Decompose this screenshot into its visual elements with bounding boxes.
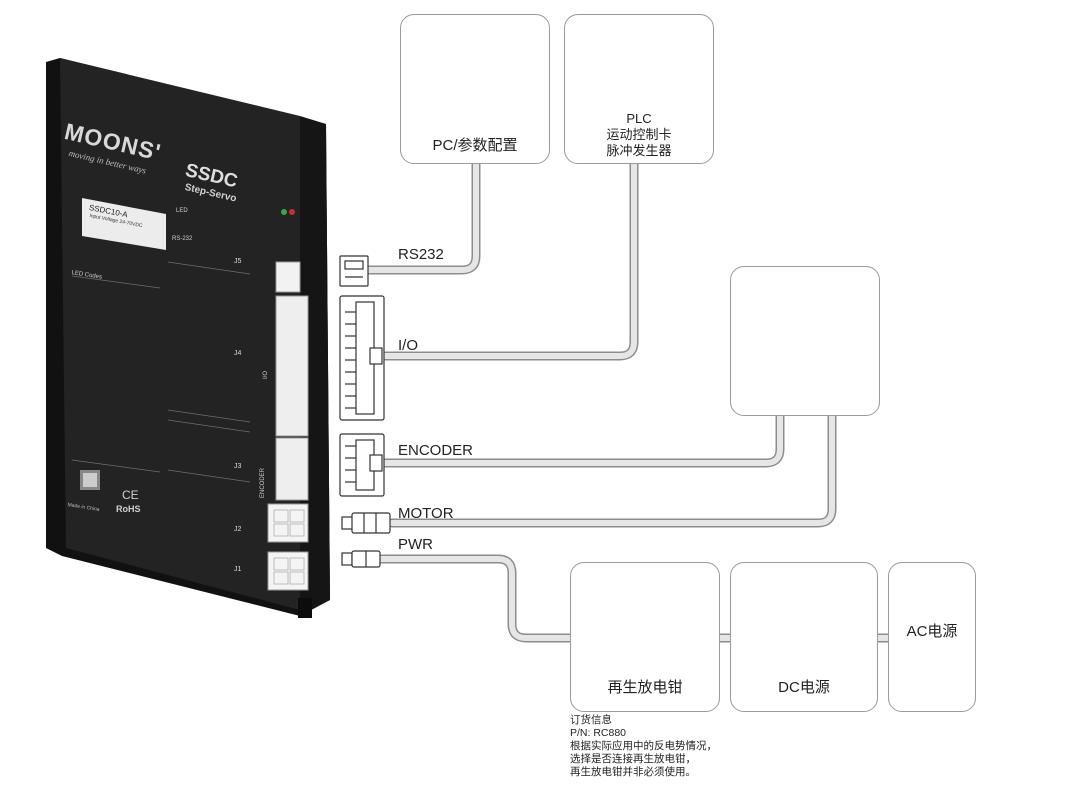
drive-j4: J4	[234, 350, 242, 357]
order-note-line: 再生放电钳并非必须使用。	[570, 766, 696, 778]
dc-box: DC电源	[730, 562, 878, 712]
io-label: I/O	[398, 337, 419, 354]
drive-io-label: I/O	[263, 370, 270, 380]
cable-motor-outline	[387, 409, 837, 528]
motor-box	[730, 266, 880, 416]
plc-box: PLC 运动控制卡 脉冲发生器	[564, 14, 714, 164]
plc-label-line: 脉冲发生器	[606, 143, 672, 158]
motor-label: MOTOR	[398, 505, 454, 522]
io-plug	[339, 295, 385, 421]
drive-j1: J1	[234, 566, 242, 573]
pc-box: PC/参数配置	[400, 14, 550, 164]
pwr-label: PWR	[398, 536, 433, 553]
cables	[363, 157, 893, 643]
drive-ce-mark: CE	[122, 488, 139, 502]
drive-j5: J5	[234, 258, 242, 265]
order-note-line: 订货信息	[570, 714, 612, 726]
order-note: 订货信息 P/N: RC880 根据实际应用中的反电势情况， 选择是否连接再生放…	[570, 714, 717, 779]
drive-j2: J2	[234, 526, 242, 533]
ac-box: AC电源	[888, 562, 976, 712]
order-note-line: 选择是否连接再生放电钳，	[570, 753, 696, 765]
drive-encoder-label: ENCODER	[260, 467, 267, 499]
pwr-plug	[341, 550, 381, 568]
drive-led: LED	[176, 208, 188, 214]
plc-label: PLC 运动控制卡 脉冲发生器	[565, 111, 713, 159]
drive-rs232: RS-232	[172, 236, 193, 242]
cable-pwr-outline	[375, 554, 575, 643]
plc-label-line: PLC	[626, 111, 652, 126]
rs232-label: RS232	[398, 246, 444, 263]
plc-label-line: 运动控制卡	[606, 127, 672, 142]
pc-label: PC/参数配置	[432, 137, 518, 154]
encoder-plug	[339, 433, 385, 497]
dc-label: DC电源	[778, 679, 830, 696]
regen-label: 再生放电钳	[607, 679, 683, 696]
drive-unit	[46, 58, 330, 618]
rs232-plug	[339, 255, 369, 287]
ac-label: AC电源	[906, 623, 958, 640]
drive-rohs-mark: RoHS	[116, 504, 141, 514]
regen-box: 再生放电钳	[570, 562, 720, 712]
order-note-line: P/N: RC880	[570, 727, 627, 739]
motor-plug	[341, 512, 391, 534]
plug-connectors	[339, 255, 391, 568]
order-note-line: 根据实际应用中的反电势情况，	[570, 740, 717, 752]
drive-j3: J3	[234, 463, 242, 470]
encoder-label: ENCODER	[398, 442, 474, 459]
